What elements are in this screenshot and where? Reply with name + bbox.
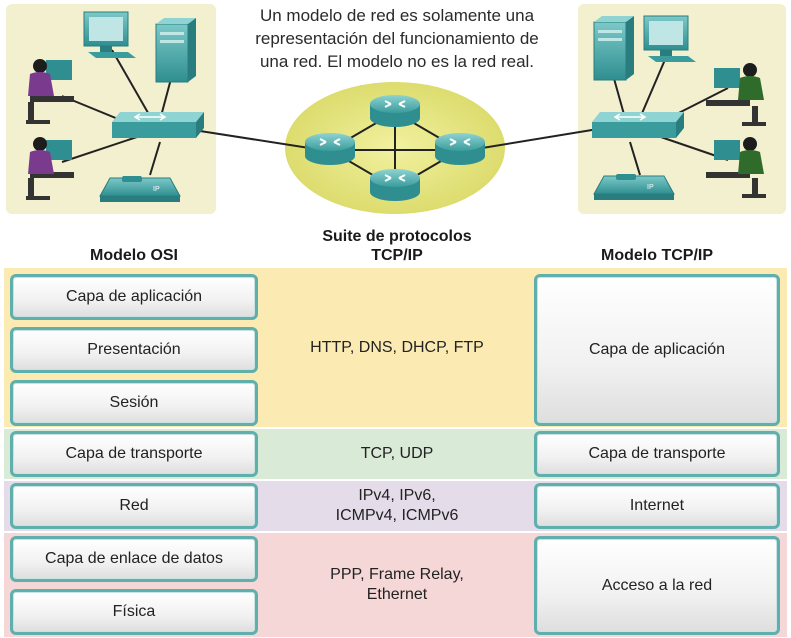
internet-protocols-line-1: IPv4, IPv6, (358, 487, 436, 504)
protocol-suite-header-line-1: Suite de protocolos (322, 228, 472, 245)
tcpip-layer-network-access-label: Acceso a la red (601, 576, 713, 594)
osi-layer-presentation: Presentación (10, 327, 258, 373)
caption-line-2: representación del funcionamiento de (255, 29, 539, 48)
switch-icon-right (592, 112, 684, 138)
caption-line-3: una red. El modelo no es la red real. (259, 52, 535, 71)
osi-layer-data-link: Capa de enlace de datos (10, 536, 258, 582)
tcpip-layer-network-access: Acceso a la red (534, 536, 780, 635)
svg-text:IP: IP (647, 184, 654, 191)
osi-layer-physical-label: Física (112, 603, 156, 620)
user-workstation-icon-right-1 (706, 63, 766, 126)
osi-layer-session-label: Sesión (109, 394, 159, 411)
router-icon-right (435, 133, 485, 165)
tcpip-layer-internet-label: Internet (629, 497, 685, 514)
user-workstation-icon-left-1 (26, 59, 74, 124)
tcpip-layer-application-label: Capa de aplicación (588, 341, 726, 358)
network-access-protocols-line-2: Ethernet (366, 586, 428, 603)
osi-layer-presentation-label: Presentación (87, 341, 181, 358)
ip-phone-icon-left: IP (99, 176, 181, 202)
osi-layer-application: Capa de aplicación (10, 274, 258, 320)
application-protocols: HTTP, DNS, DHCP, FTP (266, 268, 528, 427)
osi-layer-network-label: Red (119, 497, 149, 514)
osi-layer-transport: Capa de transporte (10, 431, 258, 477)
tcpip-layer-transport: Capa de transporte (534, 431, 780, 477)
tcpip-model-header: Modelo TCP/IP (601, 247, 713, 264)
internet-protocols: IPv4, IPv6, ICMPv4, ICMPv6 (266, 481, 528, 531)
tcpip-layer-internet: Internet (534, 483, 780, 529)
application-protocols-label: HTTP, DNS, DHCP, FTP (310, 338, 484, 356)
osi-layer-data-link-label: Capa de enlace de datos (45, 550, 223, 567)
transport-protocols-label: TCP, UDP (360, 445, 434, 462)
svg-text:IP: IP (153, 186, 160, 193)
osi-layer-transport-label: Capa de transporte (65, 445, 203, 462)
protocol-suite-header-line-2: TCP/IP (371, 247, 423, 264)
caption-line-1: Un modelo de red es solamente una (259, 6, 535, 25)
osi-layer-network: Red (10, 483, 258, 529)
osi-model-header: Modelo OSI (90, 247, 178, 264)
osi-layer-physical: Física (10, 589, 258, 635)
network-model-caption: Un modelo de red es solamente una repres… (222, 4, 572, 73)
network-illustration: IP IP (26, 11, 766, 214)
network-access-protocols: PPP, Frame Relay, Ethernet (266, 533, 528, 637)
protocol-suite-header: Suite de protocolos TCP/IP (266, 227, 528, 265)
monitor-icon-right (643, 15, 696, 62)
transport-protocols: TCP, UDP (266, 429, 528, 479)
internet-protocols-line-2: ICMPv4, ICMPv6 (335, 507, 459, 524)
osi-layer-application-label: Capa de aplicación (65, 288, 203, 305)
osi-layer-session: Sesión (10, 380, 258, 426)
tcpip-layer-transport-label: Capa de transporte (588, 445, 726, 462)
network-access-protocols-line-1: PPP, Frame Relay, (330, 566, 464, 583)
server-icon-right (593, 16, 634, 81)
switch-icon-left (112, 112, 204, 138)
router-icon-top (370, 95, 420, 127)
user-workstation-icon-left-2 (26, 137, 74, 200)
tcpip-layer-application: Capa de aplicación (534, 274, 780, 426)
router-icon-bottom (370, 169, 420, 201)
router-icon-left (305, 133, 355, 165)
monitor-icon-left (83, 11, 136, 58)
server-icon-left (155, 18, 196, 83)
ip-phone-icon-right: IP (593, 174, 675, 200)
user-workstation-icon-right-2 (706, 137, 766, 198)
